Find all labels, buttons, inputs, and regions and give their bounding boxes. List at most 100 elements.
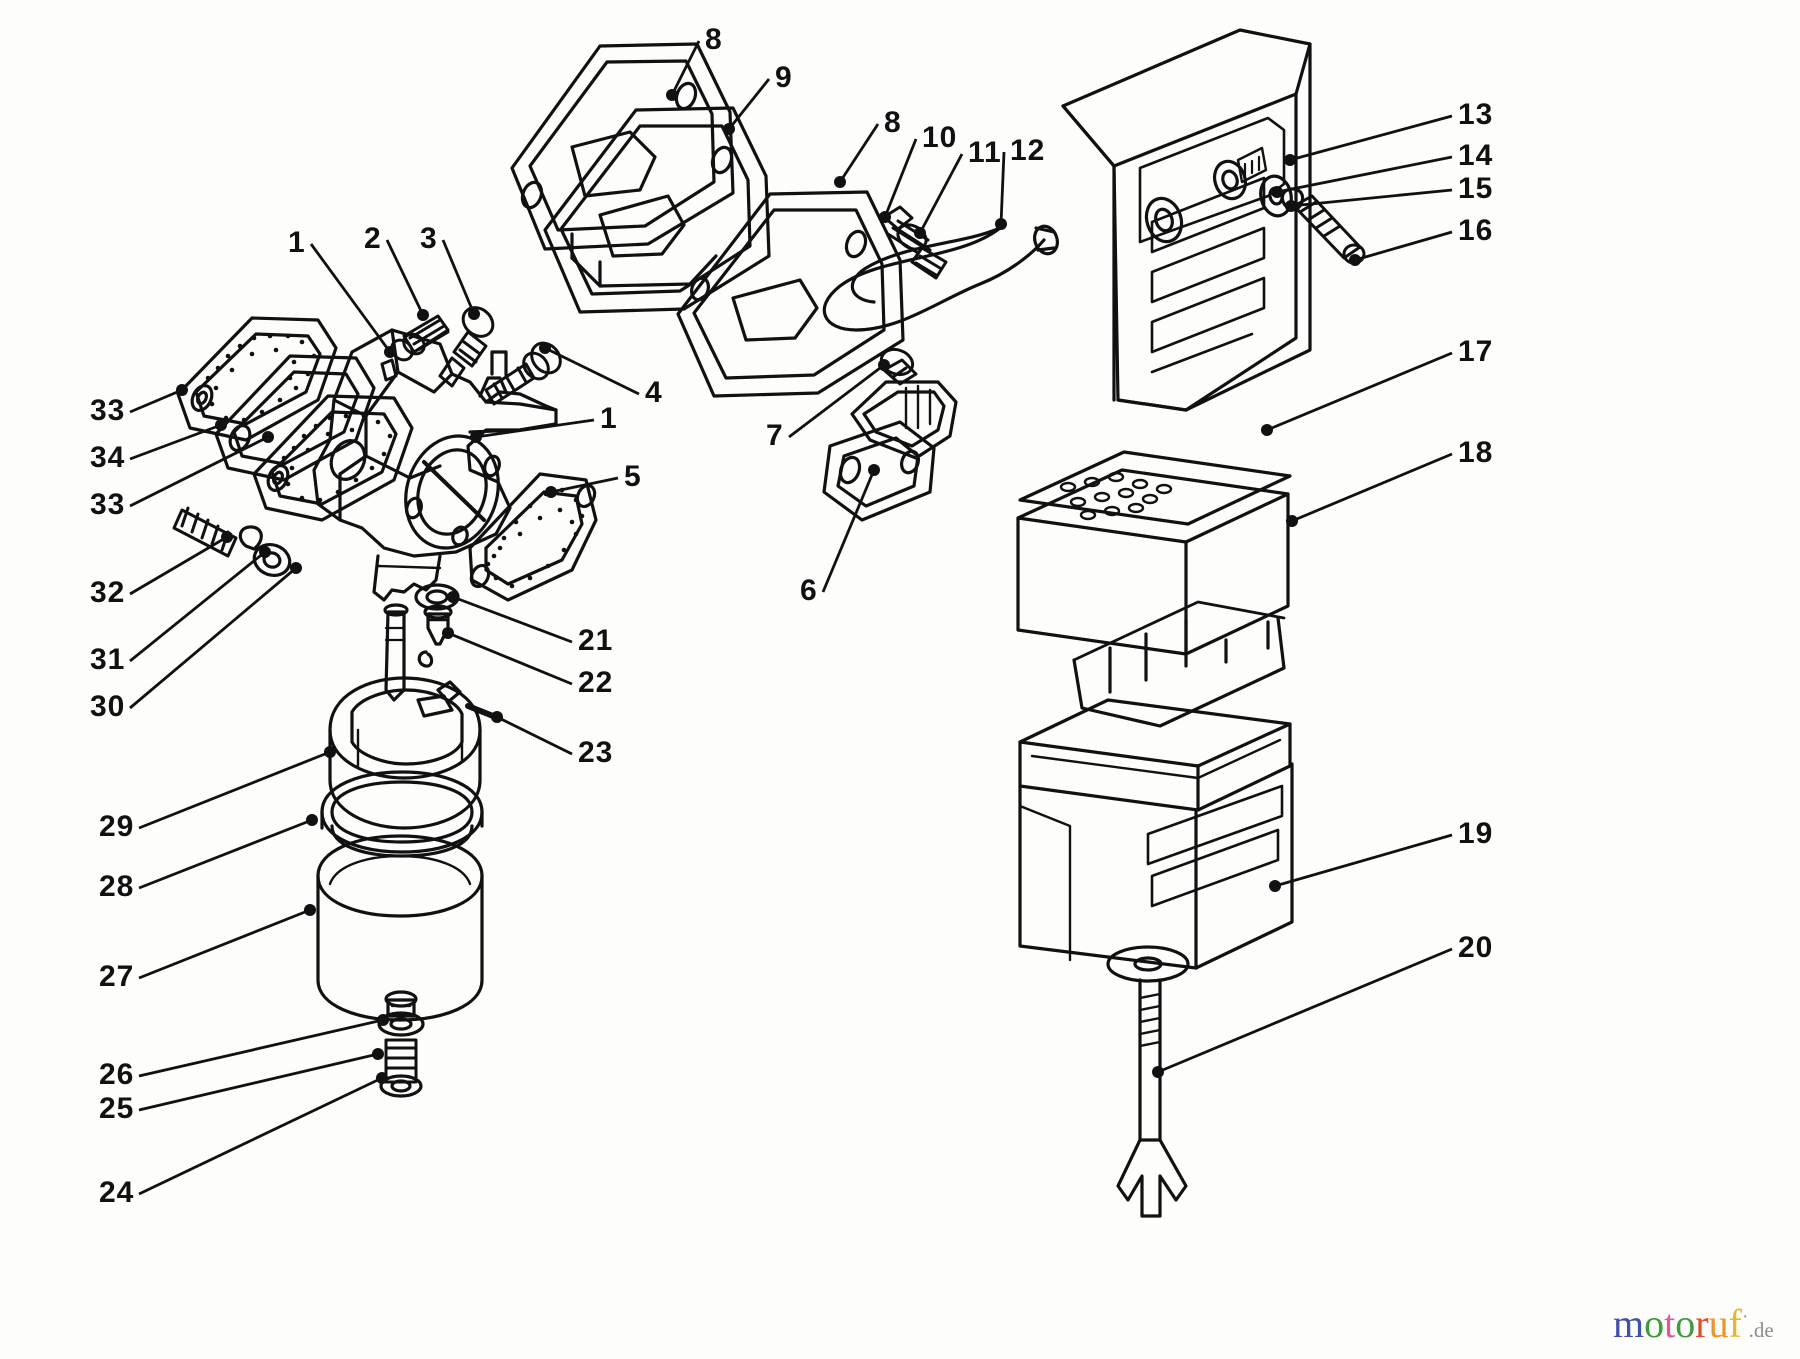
- leader-dot-8b: [834, 176, 846, 188]
- leader-dot-28: [306, 814, 318, 826]
- watermark-dot-icon: ·: [1741, 1305, 1749, 1328]
- leader-dot-9: [723, 123, 735, 135]
- leader-line-25: [138, 1052, 379, 1112]
- leader-dot-4: [539, 342, 551, 354]
- leader-line-33: [129, 388, 183, 414]
- callout-3: 3: [420, 222, 438, 255]
- leader-line-27: [138, 908, 311, 980]
- leader-dot-3: [468, 308, 480, 320]
- watermark-tld: .de: [1748, 1318, 1774, 1342]
- callout-2: 2: [364, 222, 382, 255]
- leader-dot-12: [995, 218, 1007, 230]
- leader-line-10: [883, 138, 918, 218]
- leader-line-33b: [129, 435, 269, 508]
- callout-8b: 8: [884, 106, 902, 139]
- watermark-letter: t: [1664, 1301, 1676, 1346]
- leader-line-4: [544, 346, 640, 396]
- leader-line-26: [138, 1018, 384, 1078]
- leader-dot-17: [1261, 424, 1273, 436]
- leader-line-1: [309, 243, 392, 353]
- leader-dot-20: [1152, 1066, 1164, 1078]
- leader-line-16: [1354, 230, 1453, 262]
- leader-line-13: [1289, 114, 1453, 162]
- leader-line-28: [138, 818, 313, 890]
- leader-dot-18: [1286, 515, 1298, 527]
- leader-dot-33b: [262, 431, 274, 443]
- callout-17: 17: [1458, 335, 1494, 368]
- leader-dot-34: [215, 419, 227, 431]
- leader-line-15: [1290, 188, 1453, 208]
- leader-dot-1: [384, 346, 396, 358]
- callout-32: 32: [90, 576, 126, 609]
- leader-dot-31: [259, 546, 271, 558]
- leader-dot-29: [324, 746, 336, 758]
- leader-dot-10: [879, 211, 891, 223]
- leader-line-2: [385, 239, 425, 316]
- leader-dot-19: [1269, 880, 1281, 892]
- watermark-letter: m: [1613, 1301, 1645, 1346]
- leader-line-19: [1274, 833, 1453, 888]
- motoruf-watermark: motoruf·.de: [1613, 1300, 1774, 1347]
- leader-dot-26: [377, 1014, 389, 1026]
- leader-line-1b: [475, 418, 595, 439]
- watermark-letter: o: [1644, 1301, 1665, 1346]
- watermark-letter: r: [1695, 1301, 1709, 1346]
- leader-line-8b: [838, 123, 880, 183]
- leader-dot-24: [376, 1072, 388, 1084]
- callout-27: 27: [99, 960, 135, 993]
- watermark-letter: o: [1675, 1301, 1696, 1346]
- callout-34: 34: [90, 441, 126, 474]
- callout-14: 14: [1458, 139, 1494, 172]
- leader-line-29: [138, 750, 331, 830]
- callout-16: 16: [1458, 214, 1494, 247]
- callout-23: 23: [578, 736, 614, 769]
- leader-line-3: [441, 239, 476, 315]
- callout-8: 8: [705, 23, 723, 56]
- callout-33b: 33: [90, 488, 126, 521]
- callout-4: 4: [645, 376, 663, 409]
- leader-dot-16: [1349, 254, 1361, 266]
- leader-dot-1b: [470, 431, 482, 443]
- callout-11: 11: [968, 136, 1002, 169]
- callout-6: 6: [800, 574, 818, 607]
- callout-1b: 1: [600, 402, 618, 435]
- leader-line-24: [138, 1076, 383, 1196]
- leader-line-22: [447, 631, 573, 686]
- leader-dot-15: [1285, 200, 1297, 212]
- leader-line-11: [918, 153, 964, 234]
- callout-18: 18: [1458, 436, 1494, 469]
- leader-line-6: [821, 469, 876, 593]
- leader-dot-27: [304, 904, 316, 916]
- callout-7: 7: [766, 419, 784, 452]
- leader-line-14: [1276, 155, 1453, 194]
- leader-dot-23: [491, 711, 503, 723]
- leader-dot-7: [878, 359, 890, 371]
- callout-20: 20: [1458, 931, 1494, 964]
- callout-9: 9: [775, 61, 793, 94]
- leader-line-34: [129, 423, 222, 461]
- callout-22: 22: [578, 666, 614, 699]
- leader-dot-2: [417, 309, 429, 321]
- callout-15: 15: [1458, 172, 1494, 205]
- callout-13: 13: [1458, 98, 1494, 131]
- leader-line-30: [129, 566, 297, 710]
- watermark-letter: f: [1728, 1301, 1742, 1346]
- leader-dot-14: [1271, 186, 1283, 198]
- leader-line-32: [129, 535, 228, 596]
- leader-line-20: [1157, 947, 1453, 1074]
- leader-line-18: [1291, 452, 1453, 523]
- callout-1: 1: [288, 226, 306, 259]
- leader-dot-13: [1284, 154, 1296, 166]
- callout-25: 25: [99, 1092, 135, 1125]
- callout-21: 21: [578, 624, 614, 657]
- leader-dot-5: [545, 486, 557, 498]
- leader-dot-22: [442, 627, 454, 639]
- callout-31: 31: [90, 643, 126, 676]
- leader-line-31: [129, 550, 266, 663]
- leader-dot-11: [914, 227, 926, 239]
- leader-dot-6: [868, 464, 880, 476]
- callout-12: 12: [1010, 134, 1046, 167]
- callout-19: 19: [1458, 817, 1494, 850]
